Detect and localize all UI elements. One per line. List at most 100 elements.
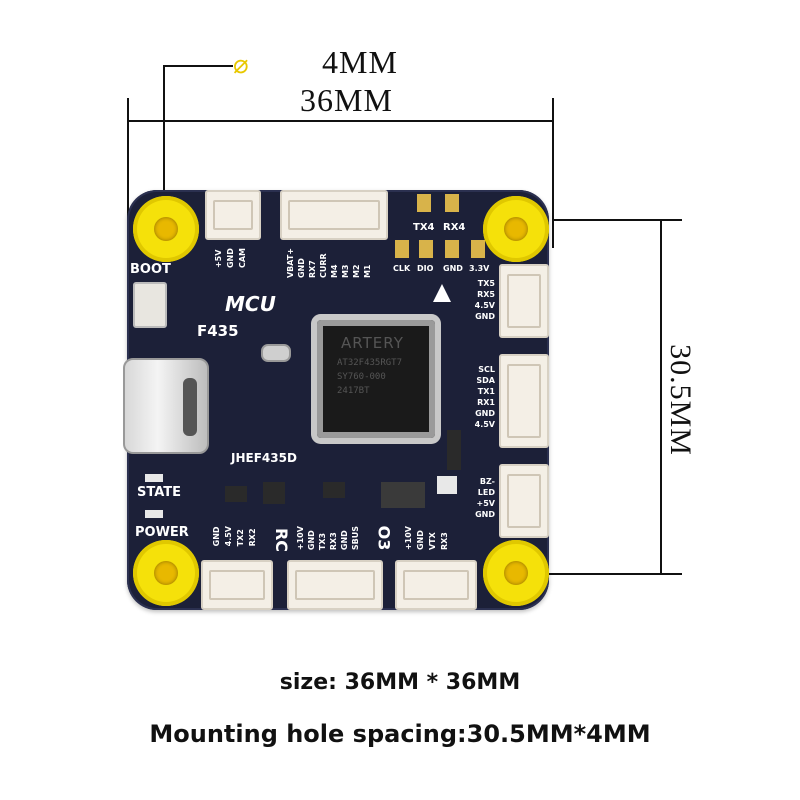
power-label: POWER <box>135 525 189 540</box>
pin-label: GND <box>212 526 221 547</box>
pin-label: +5V <box>214 249 223 269</box>
size-caption: size: 36MM * 36MM <box>279 670 521 695</box>
connector-bottom-right <box>395 560 477 610</box>
swd-label-gnd: GND <box>443 264 463 273</box>
connector-bottom-left <box>201 560 273 610</box>
width-dimension-line <box>127 120 554 122</box>
mcu-label: MCU <box>225 292 276 316</box>
pin-label: TX3 <box>318 532 327 551</box>
pin-label: SBUS <box>351 526 360 551</box>
pad-rx4-label: RX4 <box>443 222 466 233</box>
boot-button <box>133 282 167 328</box>
chip-brand: ARTERY <box>341 334 404 352</box>
bottom-mid-pin-labels: +10V GND TX3 RX3 GND SBUS <box>296 526 360 551</box>
chip-date-code: 2417BT <box>337 386 370 396</box>
spacing-dimension-line <box>660 219 662 575</box>
power-led <box>145 510 163 518</box>
pin-label: +10V <box>404 526 413 551</box>
pad-tx4-label: TX4 <box>413 222 435 233</box>
pin-label: 4.5V <box>474 301 495 310</box>
connector-right-1 <box>499 264 549 338</box>
smd-component <box>447 430 461 470</box>
pin-label: SCL <box>478 365 495 374</box>
connector-right-2 <box>499 354 549 448</box>
spacing-dimension-tick-bottom <box>520 573 682 575</box>
pad-swd-2 <box>419 240 433 258</box>
connector-top-left <box>205 190 261 240</box>
direction-arrow-icon <box>433 284 451 302</box>
pin-label: 4.5V <box>224 526 233 547</box>
mcu-chip: ARTERY AT32F435RGT7 SY760-000 2417BT <box>317 320 435 438</box>
hole-diameter-leader-horizontal <box>163 65 233 67</box>
pad-swd-1 <box>395 240 409 258</box>
pin-label: GND <box>475 510 495 519</box>
pin-label: GND <box>416 530 425 551</box>
hole-diameter-label: 4MM <box>322 44 398 80</box>
chip-part-number: AT32F435RGT7 <box>337 358 403 368</box>
connector-bottom-mid <box>287 560 383 610</box>
rc-label: RC <box>272 527 292 553</box>
chip-lot-code: SY760-000 <box>337 372 386 382</box>
pin-label: GND <box>340 530 349 551</box>
swd-label-3v3: 3.3V <box>469 264 490 273</box>
pin-label: CURR <box>319 253 328 279</box>
pin-label: TX1 <box>477 387 495 396</box>
right-3-pin-labels: BZ- LED +5V GND <box>457 478 495 519</box>
pin-label: VBAT+ <box>286 248 295 279</box>
pin-label: TX2 <box>236 529 245 547</box>
pin-label: M1 <box>363 264 372 279</box>
flight-controller-board: TX4 RX4 CLK DIO GND 3.3V +5V GND CAM VBA… <box>123 190 549 610</box>
connector-top-mid <box>280 190 388 240</box>
pad-swd-3 <box>445 240 459 258</box>
width-dimension-tick-right <box>552 98 554 248</box>
pin-label: SDA <box>476 376 495 385</box>
mounting-spacing-caption: Mounting hole spacing:30.5MM*4MM <box>149 720 651 748</box>
state-label: STATE <box>137 485 182 500</box>
pin-label: VTX <box>428 532 437 551</box>
pin-label: BZ- <box>479 477 495 486</box>
diameter-symbol: ⌀ <box>233 50 249 80</box>
smd-component <box>323 482 345 498</box>
pin-label: GND <box>475 312 495 321</box>
pin-label: +10V <box>296 526 305 551</box>
pin-label: CAM <box>238 248 247 269</box>
smd-component <box>263 482 285 504</box>
top-mid-pin-labels: VBAT+ GND RX7 CURR M4 M3 M2 M1 <box>286 248 372 279</box>
smd-component <box>437 476 457 494</box>
pin-label: RX2 <box>248 528 257 547</box>
right-1-pin-labels: TX5 RX5 4.5V GND <box>457 280 495 321</box>
pad-swd-4 <box>471 240 485 258</box>
width-dimension-tick-left <box>127 98 129 230</box>
mounting-hole-top-left <box>133 196 199 262</box>
board-width-label: 36MM <box>300 82 393 118</box>
pin-label: RX3 <box>329 532 338 551</box>
pin-label: M2 <box>352 264 361 279</box>
mounting-hole-bottom-left <box>133 540 199 606</box>
mcu-part-label: F435 <box>197 322 239 340</box>
pin-label: GND <box>475 409 495 418</box>
pin-label: +5V <box>476 499 495 508</box>
mounting-hole-top-right <box>483 196 549 262</box>
bottom-right-pin-labels: +10V GND VTX RX3 <box>404 526 449 551</box>
boot-label: BOOT <box>130 262 171 277</box>
swd-label-dio: DIO <box>417 264 434 273</box>
pin-label: RX3 <box>440 532 449 551</box>
hole-spacing-label: 30.5MM <box>664 344 697 456</box>
top-left-pin-labels: +5V GND CAM <box>214 248 247 269</box>
hole-diameter-leader-vertical <box>163 66 165 196</box>
pin-label: GND <box>307 530 316 551</box>
pin-label: TX5 <box>477 279 495 288</box>
pad-rx4 <box>445 194 459 212</box>
swd-label-clk: CLK <box>393 264 411 273</box>
usb-c-port <box>123 358 209 454</box>
crystal <box>261 344 291 362</box>
mounting-hole-bottom-right <box>483 540 549 606</box>
connector-right-3 <box>499 464 549 538</box>
o3-label: O3 <box>374 525 394 551</box>
board-model-label: JHEF435D <box>231 451 297 465</box>
pin-label: RX1 <box>477 398 495 407</box>
pin-label: RX7 <box>308 260 317 279</box>
pin-label: 4.5V <box>474 420 495 429</box>
bottom-left-pin-labels: GND 4.5V TX2 RX2 <box>212 526 257 547</box>
pin-label: M3 <box>341 264 350 279</box>
